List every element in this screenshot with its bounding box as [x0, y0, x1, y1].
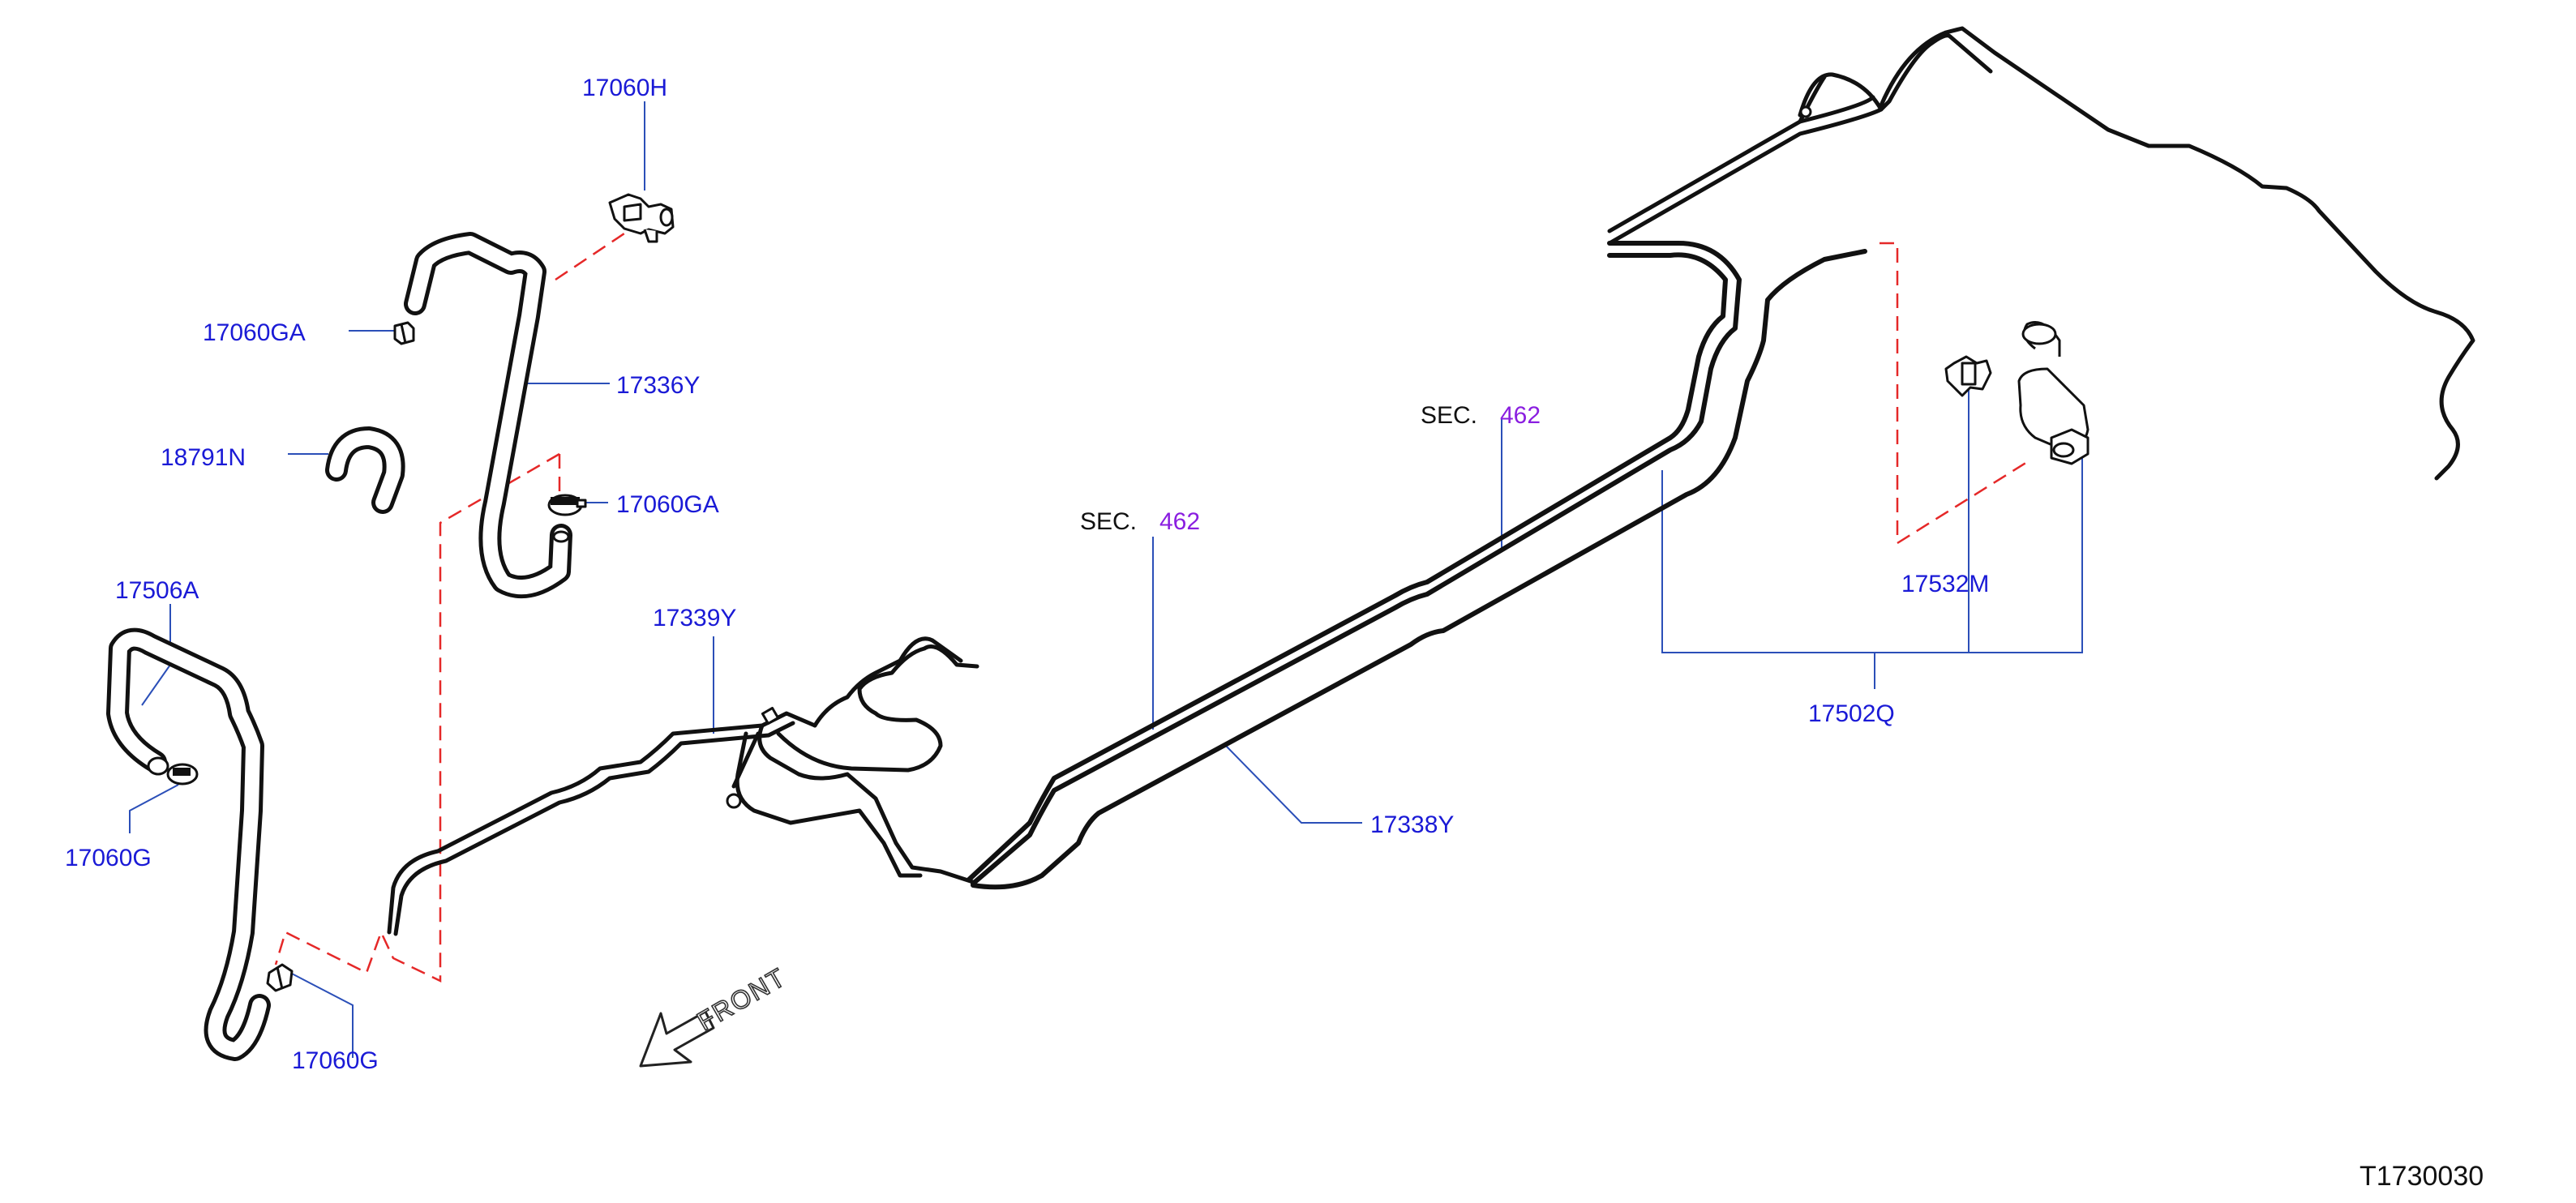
front-label: FRONT — [692, 962, 791, 1036]
clip-17060g-bottom — [266, 963, 294, 992]
phantom-lines — [274, 232, 2028, 983]
section-ref-right: SEC. 462 — [1421, 402, 1541, 429]
labels: 17060H 17060GA 17336Y 18791N 17060GA 175… — [65, 75, 2484, 1192]
clip-17060h — [608, 193, 675, 243]
section-number-right: 462 — [1500, 402, 1541, 429]
section-prefix-left: SEC. — [1080, 508, 1137, 535]
label-18791n: 18791N — [161, 444, 246, 471]
label-17060g-left: 17060G — [65, 845, 152, 871]
diagram-code: T1730030 — [2360, 1161, 2484, 1192]
label-17339y: 17339Y — [653, 605, 736, 631]
main-tubes — [967, 26, 2475, 890]
leader-lines — [129, 101, 2083, 1058]
label-17338y: 17338Y — [1370, 811, 1454, 838]
valve-17502q — [2017, 321, 2090, 465]
hose-17506a — [106, 627, 271, 1061]
label-17060ga-mid: 17060GA — [616, 491, 719, 518]
clip-17060ga-top — [393, 321, 415, 345]
label-17060g-bottom: 17060G — [292, 1047, 379, 1074]
label-17506a: 17506A — [115, 577, 199, 604]
clip-17532m — [1944, 355, 1992, 397]
front-arrow — [639, 1010, 715, 1068]
tube-17339y — [387, 636, 979, 936]
clip-17060ga-mid — [547, 494, 587, 516]
label-17532m: 17532M — [1901, 571, 1989, 597]
clip-17060g-left — [147, 756, 199, 786]
section-number-left: 462 — [1159, 508, 1200, 535]
section-ref-left: SEC. 462 — [1080, 508, 1200, 535]
section-prefix-right: SEC. — [1421, 402, 1477, 429]
label-17060h: 17060H — [582, 75, 667, 101]
label-17336y: 17336Y — [616, 372, 700, 399]
label-17060ga-top: 17060GA — [203, 319, 306, 346]
hose-18791n — [325, 426, 405, 514]
hose-17336y — [404, 232, 572, 599]
label-17502q: 17502Q — [1808, 700, 1895, 727]
